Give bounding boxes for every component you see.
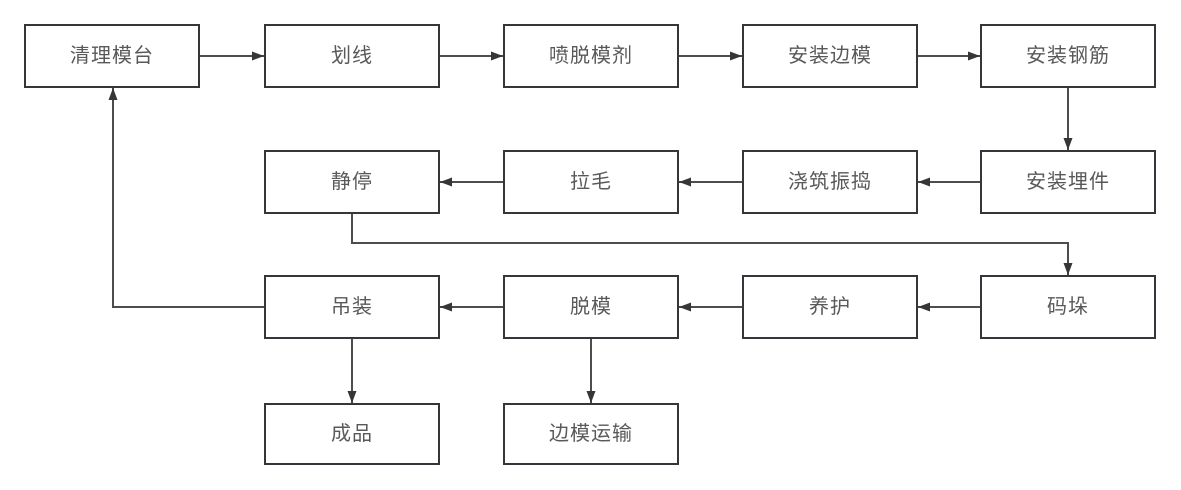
node-resting-label: 静停 bbox=[331, 171, 373, 193]
node-stacking-label: 码垛 bbox=[1047, 296, 1089, 318]
node-marking: 划线 bbox=[264, 24, 440, 88]
node-finished-product: 成品 bbox=[264, 403, 440, 465]
node-finished-product-label: 成品 bbox=[331, 423, 373, 445]
node-spray-release-agent-label: 喷脱模剂 bbox=[549, 45, 633, 67]
node-side-mold-transport-label: 边模运输 bbox=[549, 423, 633, 445]
node-pour-and-vibrate-label: 浇筑振捣 bbox=[788, 171, 872, 193]
node-roughening: 拉毛 bbox=[503, 150, 679, 214]
node-curing: 养护 bbox=[742, 275, 918, 339]
node-install-embedded-parts: 安装埋件 bbox=[980, 150, 1156, 214]
node-spray-release-agent: 喷脱模剂 bbox=[503, 24, 679, 88]
node-install-rebar: 安装钢筋 bbox=[980, 24, 1156, 88]
node-marking-label: 划线 bbox=[331, 45, 373, 67]
node-pour-and-vibrate: 浇筑振捣 bbox=[742, 150, 918, 214]
edge-hoisting-to-clean-loop bbox=[108, 88, 264, 308]
node-demolding: 脱模 bbox=[503, 275, 679, 339]
node-resting: 静停 bbox=[264, 150, 440, 214]
node-clean-mold-table-label: 清理模台 bbox=[70, 45, 154, 67]
node-roughening-label: 拉毛 bbox=[570, 171, 612, 193]
node-install-side-mold: 安装边模 bbox=[742, 24, 918, 88]
node-install-rebar-label: 安装钢筋 bbox=[1026, 45, 1110, 67]
node-install-side-mold-label: 安装边模 bbox=[788, 45, 872, 67]
node-install-embedded-parts-label: 安装埋件 bbox=[1026, 171, 1110, 193]
node-hoisting: 吊装 bbox=[264, 275, 440, 339]
node-clean-mold-table: 清理模台 bbox=[24, 24, 200, 88]
node-stacking: 码垛 bbox=[980, 275, 1156, 339]
node-curing-label: 养护 bbox=[809, 296, 851, 318]
node-hoisting-label: 吊装 bbox=[331, 296, 373, 318]
node-side-mold-transport: 边模运输 bbox=[503, 403, 679, 465]
node-demolding-label: 脱模 bbox=[570, 296, 612, 318]
edge-resting-to-stacking bbox=[351, 212, 1073, 275]
